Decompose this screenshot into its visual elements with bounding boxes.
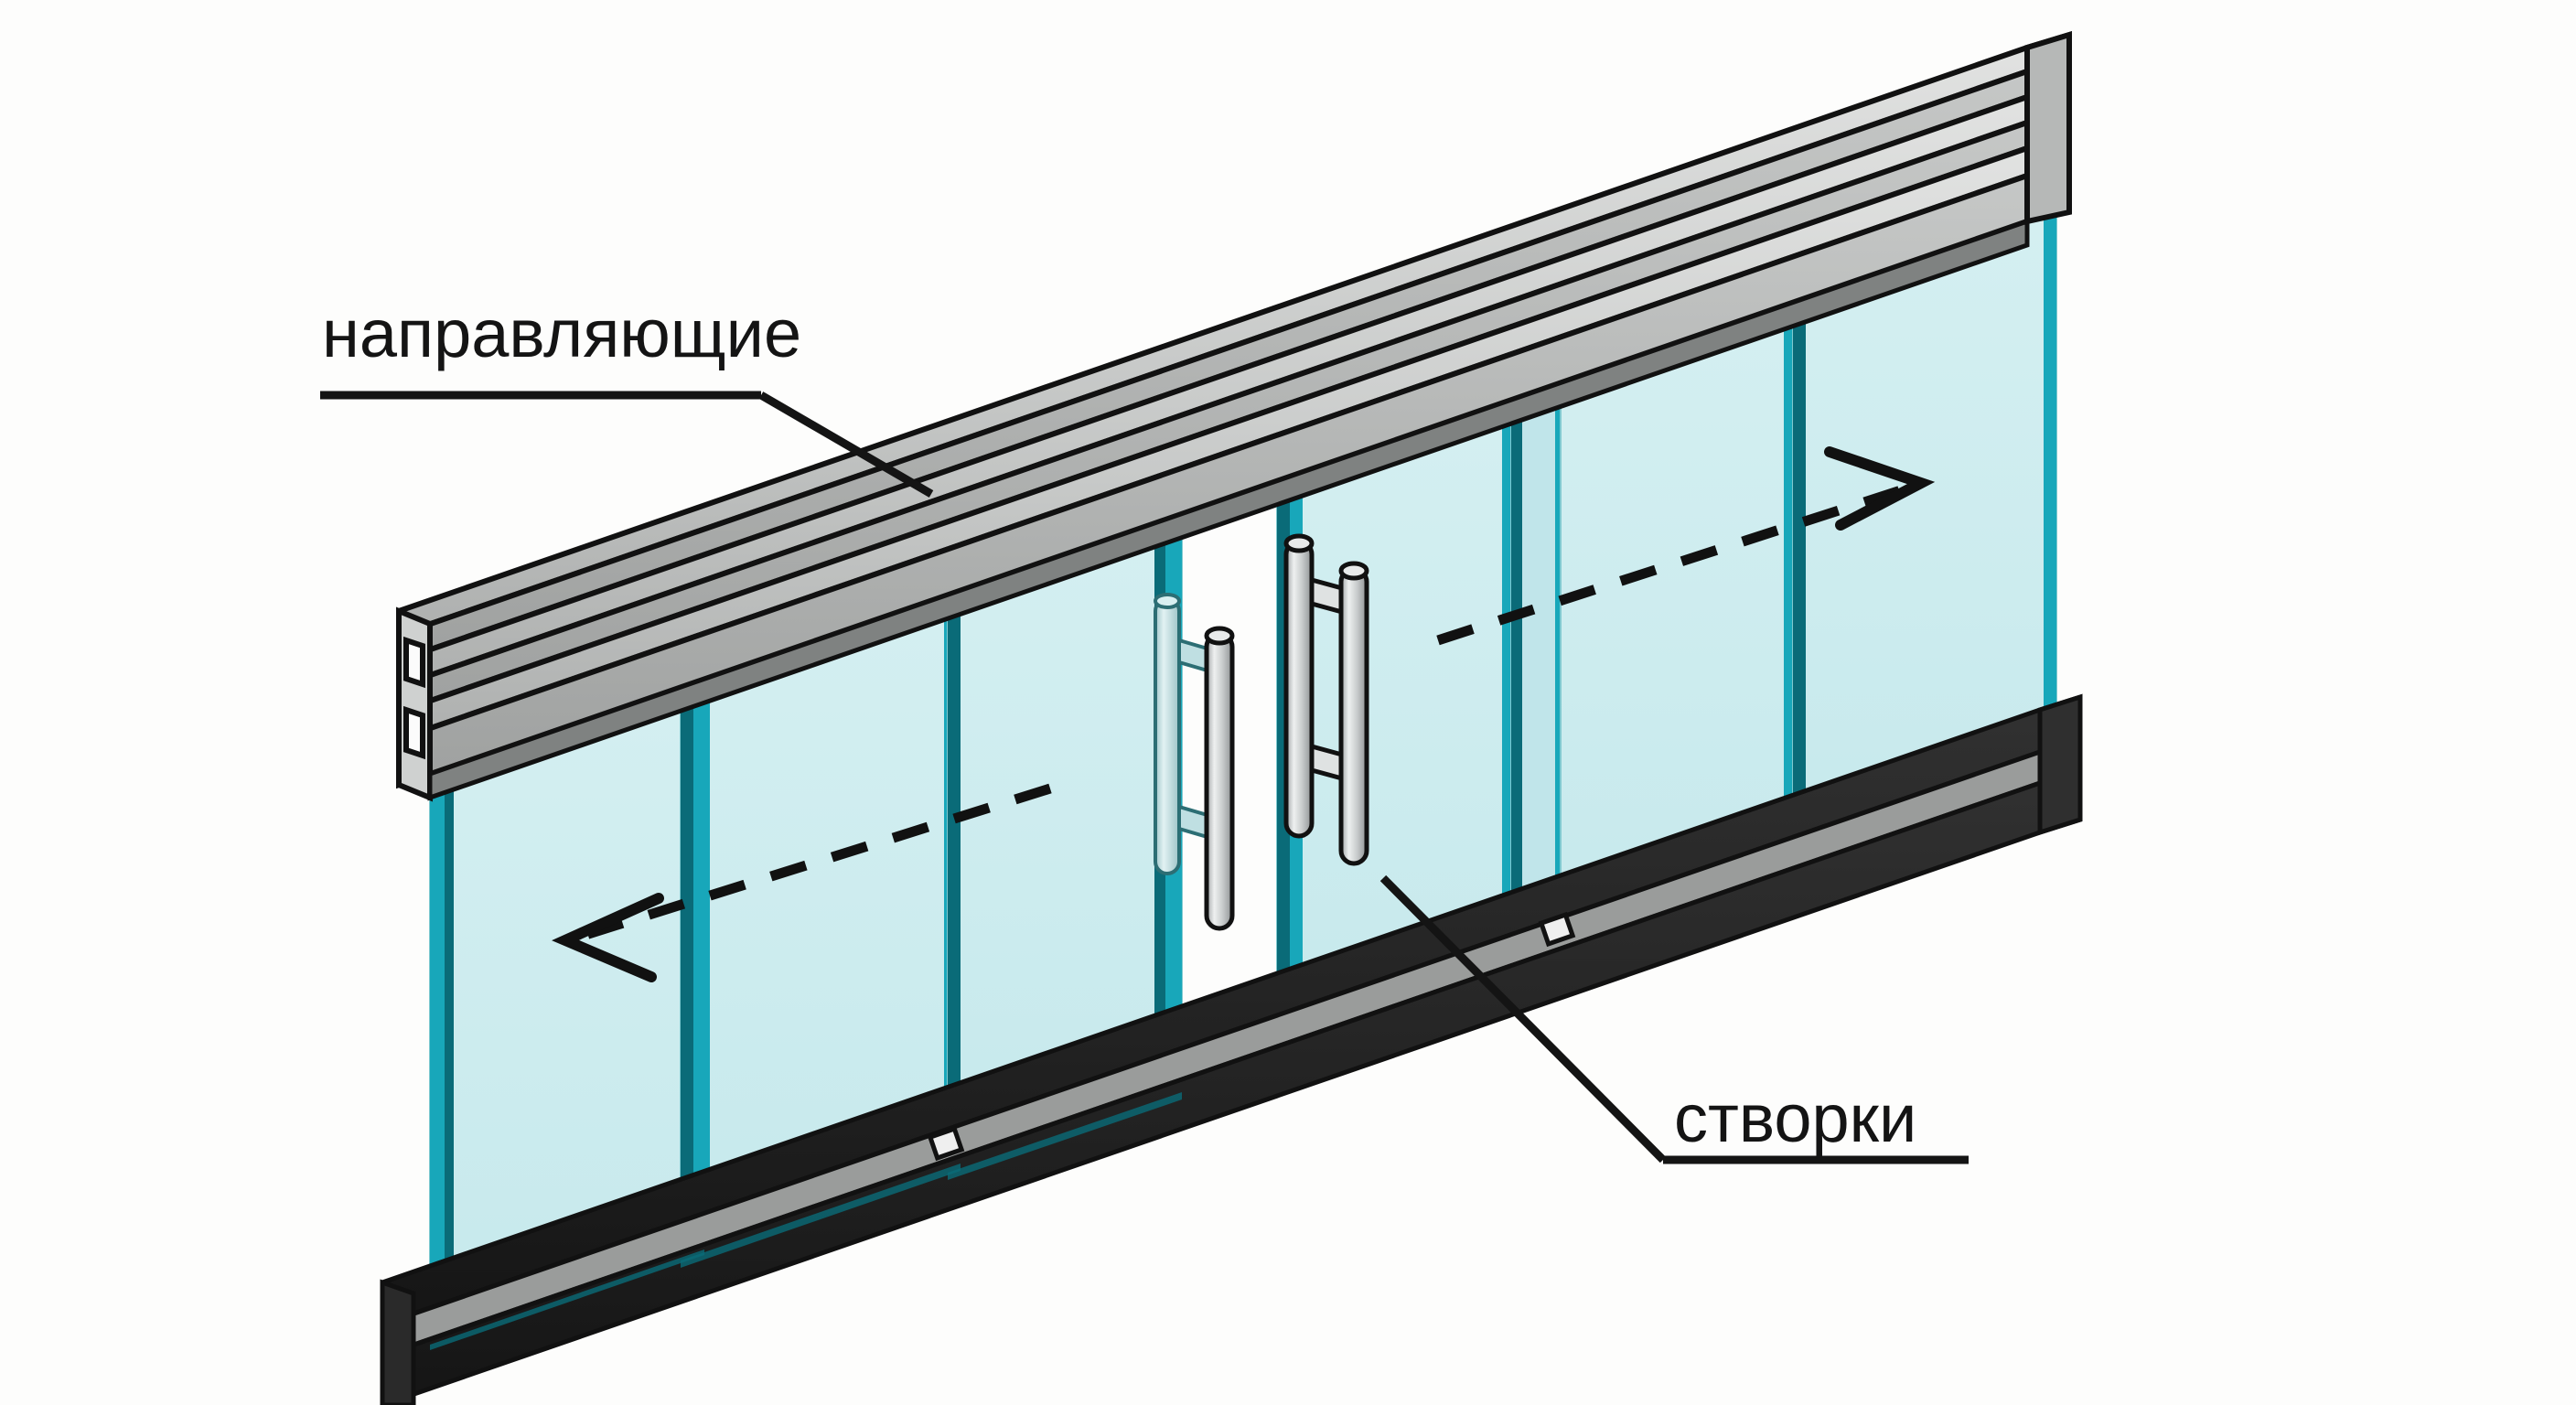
glass-panel-7 — [1792, 120, 2057, 883]
handle-bar-far-cap — [1283, 533, 1315, 553]
handle-bar-near — [1204, 631, 1235, 931]
label-guides: направляющие — [320, 295, 934, 498]
arrow-left-head — [552, 893, 664, 982]
glass-bottom-edge-2 — [681, 1164, 961, 1268]
handle-bar-far-cap — [1154, 593, 1181, 609]
label-guides-leader-line — [758, 391, 934, 498]
door-handle-group — [1154, 533, 1369, 931]
rail-end-cap-left — [396, 606, 433, 802]
handle-bar-near-cap — [1204, 626, 1235, 646]
arrow-left — [552, 783, 1052, 982]
track-end-cap-right — [2037, 693, 2083, 836]
label-sashes-text: створки — [1674, 1080, 1916, 1156]
arrow-right-shaft — [1436, 485, 1903, 646]
label-guides-text: направляющие — [322, 295, 801, 371]
glass-edge-right — [2044, 122, 2056, 794]
rail-end-right — [2024, 30, 2072, 225]
handle-left-far-bar — [1154, 593, 1181, 875]
handle-right-far-bar — [1283, 533, 1315, 839]
handle-right-near-bar — [1338, 561, 1369, 866]
handle-bar-far — [1154, 597, 1181, 875]
arrow-left-shaft — [584, 783, 1052, 940]
glass-bottom-edge-3 — [948, 1092, 1182, 1180]
handle-left-near-bar — [1204, 626, 1235, 931]
glass-edge-left — [693, 583, 710, 1256]
glass-bottom-edges — [430, 1092, 1182, 1350]
rail-channel-slot-1 — [403, 636, 425, 689]
arrow-right-head — [1824, 446, 1936, 531]
label-sashes: створки — [1379, 874, 1969, 1164]
glass-edge-left-dark — [1793, 209, 1806, 881]
bottom-guide-block-right — [1538, 911, 1576, 948]
glass-edge-left-dark — [445, 669, 454, 1339]
handle-bar-far — [1283, 539, 1315, 839]
bottom-guide-block-left — [927, 1125, 965, 1162]
direction-arrows — [552, 446, 1936, 982]
label-sashes-leader-line — [1379, 874, 1667, 1164]
arrow-right — [1436, 446, 1936, 646]
bottom-track — [380, 693, 2083, 1405]
glass-edge-left-dark — [948, 500, 961, 1173]
handle-bar-near — [1338, 566, 1369, 866]
glass-edge-left — [430, 671, 445, 1345]
rail-channel-slot-2 — [403, 705, 425, 760]
glass-bottom-edge-1 — [430, 1249, 704, 1350]
track-end-cap-left — [380, 1279, 416, 1405]
handle-bar-near-cap — [1338, 561, 1369, 581]
glass-edge-left-dark — [1511, 307, 1522, 979]
top-guide-rail — [396, 30, 2072, 802]
glass-edge-left-dark — [681, 588, 693, 1260]
